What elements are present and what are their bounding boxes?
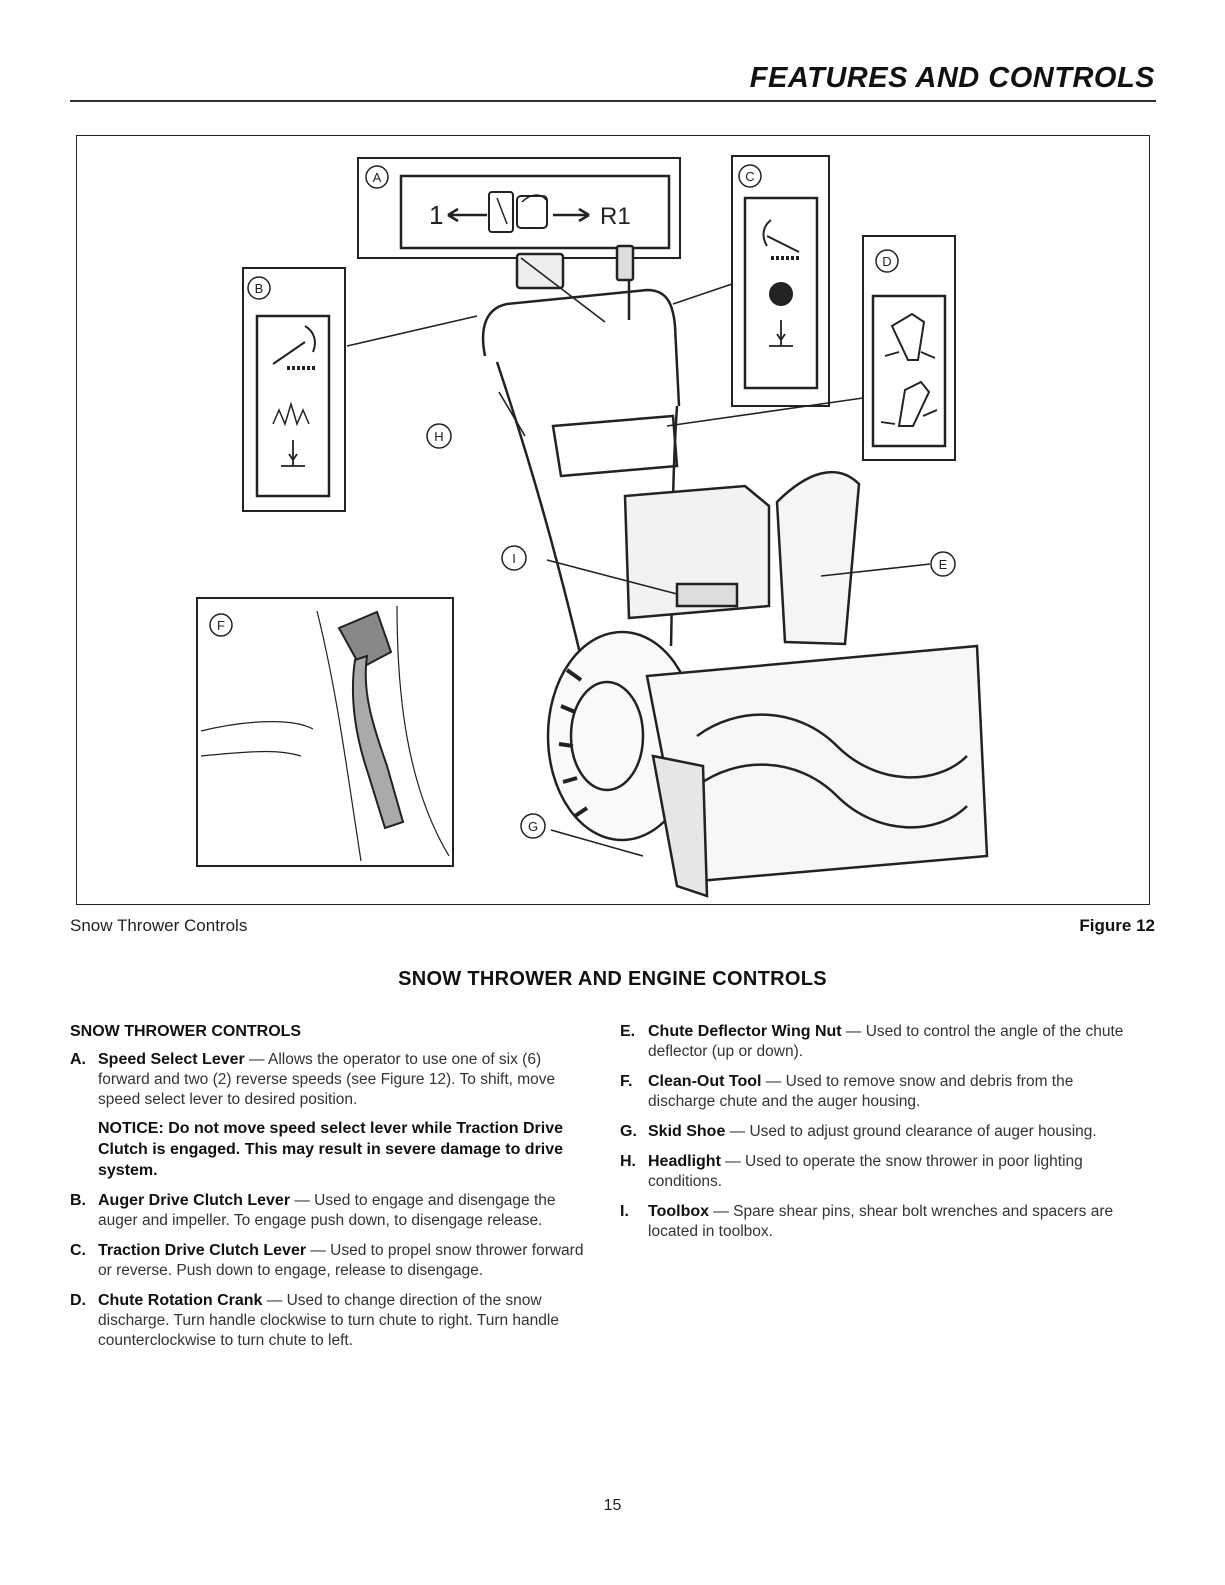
- control-item-f: F. Clean-Out Tool — Used to remove snow …: [620, 1072, 1140, 1112]
- push-down-icon: [769, 320, 793, 347]
- control-item-c: C. Traction Drive Clutch Lever — Used to…: [70, 1241, 590, 1281]
- lever-down-icon: [272, 325, 316, 365]
- label-d: D: [882, 254, 891, 269]
- label-h: H: [434, 429, 443, 444]
- item-letter: G.: [620, 1123, 637, 1140]
- item-letter: F.: [620, 1073, 633, 1090]
- label-a: A: [373, 170, 382, 185]
- item-term: Headlight: [648, 1153, 721, 1170]
- item-term: Auger Drive Clutch Lever: [98, 1192, 291, 1209]
- chute-right-icon: [890, 312, 926, 361]
- control-item-i: I. Toolbox — Spare shear pins, shear bol…: [620, 1202, 1140, 1242]
- control-item-b: B. Auger Drive Clutch Lever — Used to en…: [70, 1191, 590, 1231]
- right-column: E. Chute Deflector Wing Nut — Used to co…: [620, 1022, 1140, 1252]
- left-column: SNOW THROWER CONTROLS A. Speed Select Le…: [70, 1022, 590, 1361]
- lever-gate-icon: [488, 191, 514, 233]
- snow-thrower-illustration: A 1 R1 B C: [196, 155, 989, 898]
- item-description: — Allows the operator to use one of six …: [98, 1051, 556, 1108]
- panel-d: D: [862, 235, 956, 461]
- panel-b: B: [242, 267, 346, 512]
- speed-forward-label: 1: [429, 200, 443, 230]
- item-term: Speed Select Lever: [98, 1051, 245, 1068]
- item-term: Toolbox: [648, 1203, 710, 1220]
- item-description: — Spare shear pins, shear bolt wrenches …: [648, 1203, 1114, 1240]
- section-title: FEATURES AND CONTROLS: [749, 62, 1155, 94]
- label-g: G: [528, 819, 538, 834]
- control-item-e: E. Chute Deflector Wing Nut — Used to co…: [620, 1022, 1140, 1062]
- skid-shoe: [651, 754, 709, 898]
- item-letter: A.: [70, 1051, 86, 1068]
- label-e: E: [939, 557, 948, 572]
- sub-heading: SNOW THROWER CONTROLS: [70, 1023, 302, 1040]
- push-down-icon: [281, 440, 305, 467]
- item-term: Chute Rotation Crank: [98, 1292, 263, 1309]
- panel-c: C: [731, 155, 830, 407]
- figure-number: Figure 12: [1079, 916, 1155, 935]
- item-letter: D.: [70, 1292, 86, 1309]
- item-term: Traction Drive Clutch Lever: [98, 1242, 307, 1259]
- auger-icon: [272, 401, 310, 427]
- label-b: B: [255, 281, 264, 296]
- item-letter: B.: [70, 1192, 86, 1209]
- chute-left-icon: [897, 380, 931, 427]
- speed-reverse-label: R1: [600, 203, 631, 230]
- item-letter: H.: [620, 1153, 636, 1170]
- label-f: F: [217, 618, 225, 633]
- item-description: — Used to adjust ground clearance of aug…: [725, 1123, 1097, 1140]
- item-description: — Used to control the angle of the chute…: [648, 1023, 1124, 1060]
- item-letter: C.: [70, 1242, 86, 1259]
- item-description: — Used to engage and disengage the auger…: [98, 1192, 556, 1229]
- item-term: Clean-Out Tool: [648, 1073, 762, 1090]
- item-description: — Used to propel snow thrower forward or…: [98, 1242, 584, 1279]
- item-description: — Used to operate the snow thrower in po…: [648, 1153, 1083, 1190]
- control-item-g: G. Skid Shoe — Used to adjust ground cle…: [620, 1122, 1140, 1142]
- item-term: Skid Shoe: [648, 1123, 726, 1140]
- control-item-h: H. Headlight — Used to operate the snow …: [620, 1152, 1140, 1192]
- notice: NOTICE: Do not move speed select lever w…: [98, 1120, 564, 1179]
- panel-f: F: [196, 597, 454, 867]
- item-description: — Used to change direction of the snow d…: [98, 1292, 559, 1349]
- page-number: 15: [603, 1497, 622, 1514]
- arrow-right-icon: [553, 207, 590, 223]
- item-term: Chute Deflector Wing Nut: [648, 1023, 842, 1040]
- headlight-icon: [515, 252, 565, 290]
- toolbox-icon: [675, 582, 739, 608]
- figure-caption: Snow Thrower Controls: [70, 916, 248, 935]
- panel-a: A 1 R1: [357, 157, 681, 259]
- discharge-chute: [775, 470, 861, 646]
- arrow-left-icon: [447, 207, 487, 223]
- label-i: I: [512, 551, 516, 566]
- header-rule: [70, 100, 1156, 102]
- item-letter: I.: [620, 1203, 629, 1220]
- item-description: — Used to remove snow and debris from th…: [648, 1073, 1074, 1110]
- figure-12: A 1 R1 B C: [76, 135, 1150, 905]
- wheel-icon: [769, 282, 793, 306]
- label-c: C: [745, 169, 754, 184]
- clean-out-tool-icon: [337, 610, 393, 670]
- control-item-a: A. Speed Select Lever — Allows the opera…: [70, 1050, 590, 1110]
- callout-lines: [346, 257, 931, 857]
- section-heading: SNOW THROWER AND ENGINE CONTROLS: [398, 968, 827, 990]
- lever-down-icon: [762, 219, 800, 253]
- snow-thrower-body: [481, 244, 989, 898]
- control-item-d: D. Chute Rotation Crank — Used to change…: [70, 1291, 590, 1351]
- item-letter: E.: [620, 1023, 636, 1040]
